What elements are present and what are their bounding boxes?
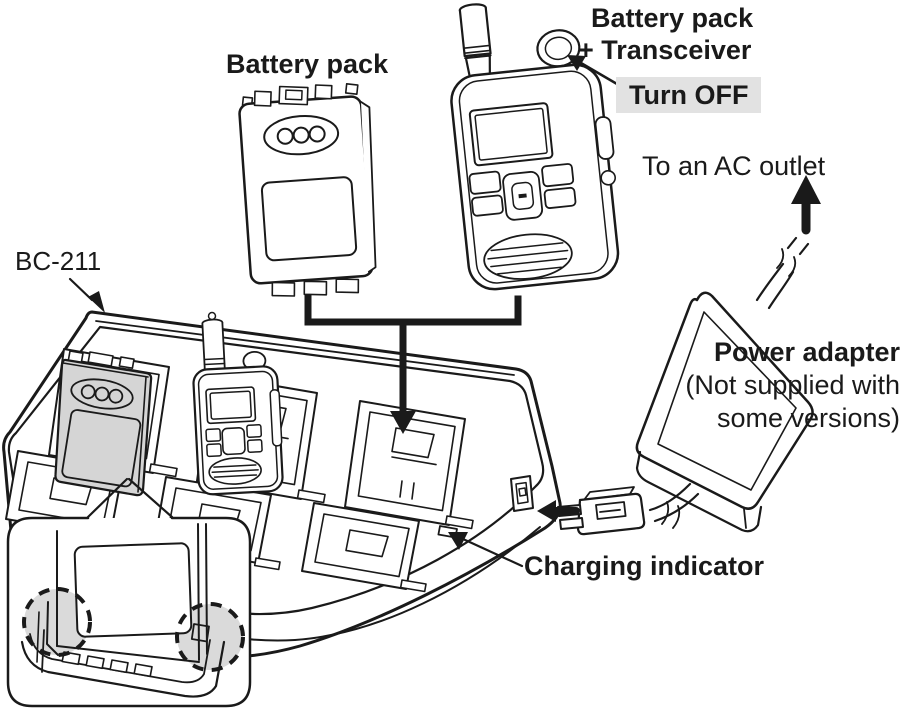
charging-indicator-label: Charging indicator bbox=[524, 551, 765, 581]
contact-pin bbox=[444, 515, 474, 530]
contact-pin bbox=[296, 489, 326, 504]
insert-arrow bbox=[304, 284, 522, 434]
bc211-pointer-arrow bbox=[68, 277, 105, 313]
knob-arrow bbox=[567, 55, 619, 86]
model-label: BC-211 bbox=[15, 246, 102, 276]
charging-bay bbox=[344, 400, 466, 526]
charging-indicator-arrow bbox=[448, 532, 524, 568]
battery-pack-label: Battery pack bbox=[226, 49, 389, 79]
magnifier-callout bbox=[86, 477, 174, 519]
transceiver-illustration bbox=[450, 3, 620, 291]
battery-pack-illustration bbox=[238, 83, 377, 297]
battery-transceiver-label-line1: Battery pack bbox=[591, 3, 754, 33]
ac-outlet-arrow bbox=[791, 175, 821, 235]
dc-plug-arrow bbox=[537, 500, 580, 522]
transceiver-in-charger bbox=[192, 311, 284, 496]
contact-pin bbox=[399, 579, 427, 593]
dc-jack bbox=[510, 475, 534, 512]
power-adapter-label: Power adapter (Not supplied with some ve… bbox=[685, 336, 900, 435]
ac-outlet-label: To an AC outlet bbox=[642, 151, 826, 181]
battery-transceiver-label-line2: + Transceiver bbox=[578, 35, 752, 65]
power-adapter-note-line1: (Not supplied with bbox=[685, 370, 900, 400]
power-adapter-illustration bbox=[635, 236, 814, 533]
turn-off-note: Turn OFF bbox=[616, 77, 762, 113]
battery-in-charger bbox=[54, 350, 153, 497]
inset-magnifier bbox=[6, 516, 252, 708]
contact-pin bbox=[148, 463, 178, 478]
battery-transceiver-label: Battery pack + Transceiver bbox=[578, 2, 753, 66]
contact-pin bbox=[253, 557, 281, 571]
power-adapter-title: Power adapter bbox=[713, 337, 900, 367]
charging-bay bbox=[301, 502, 420, 590]
power-adapter-note-line2: some versions) bbox=[716, 403, 900, 433]
